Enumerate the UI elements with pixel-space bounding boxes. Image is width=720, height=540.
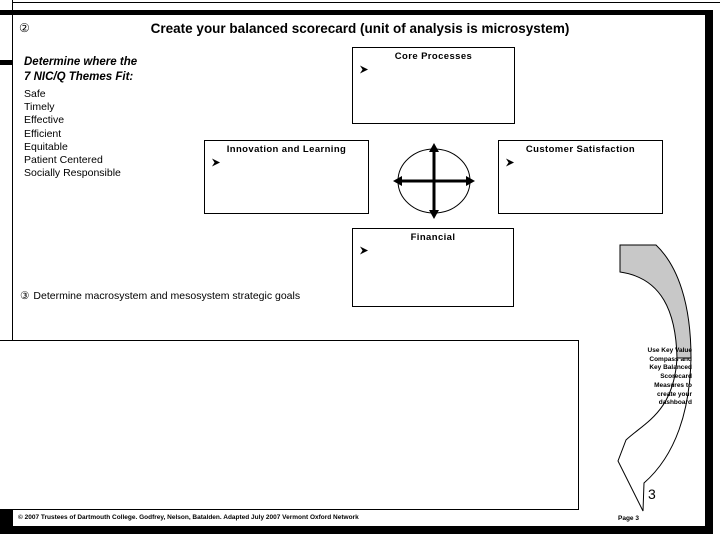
theme-item: Socially Responsible: [24, 167, 121, 180]
slide-title: Create your balanced scorecard (unit of …: [150, 21, 570, 36]
bullet-row: [359, 246, 513, 255]
theme-item: Effective: [24, 114, 65, 127]
bullet-row: [505, 158, 662, 167]
arrowhead-bullet-icon: [359, 65, 369, 74]
themes-heading-line1: Determine where the: [24, 56, 138, 68]
bullet-row: [359, 65, 514, 74]
dashboard-note: Use Key Value Compass and Key Balanced S…: [647, 347, 692, 407]
left-frame-notch: [0, 60, 12, 65]
financial-box: Financial: [352, 228, 514, 307]
themes-heading-line2: 7 NIC/Q Themes Fit:: [24, 71, 134, 83]
theme-item: Timely: [24, 101, 55, 114]
theme-item: Efficient: [24, 127, 62, 140]
slide-frame-right: [705, 10, 713, 534]
core-processes-title: Core Processes: [394, 51, 473, 62]
top-hairline: [12, 2, 720, 3]
core-processes-box: Core Processes: [352, 47, 515, 124]
arrowhead-bullet-icon: [359, 246, 369, 255]
theme-item: Equitable: [24, 140, 68, 153]
step-3-text: Determine macrosystem and mesosystem str…: [33, 290, 301, 302]
slide-number: 3: [648, 486, 656, 502]
innovation-learning-box: Innovation and Learning: [204, 140, 369, 214]
themes-heading: Determine where the 7 NIC/Q Themes Fit:: [24, 55, 137, 85]
step-3-badge-icon: ③: [20, 290, 30, 302]
footer-copyright: © 2007 Trustees of Dartmouth College. Go…: [18, 514, 359, 521]
theme-item: Safe: [24, 88, 46, 100]
left-frame-notch-bottom: [0, 505, 12, 526]
worksheet-empty-box: [0, 340, 579, 510]
footer-page-label: Page 3: [618, 515, 639, 522]
arrowhead-bullet-icon: [505, 158, 515, 167]
step-2-badge-icon: ②: [19, 21, 30, 35]
theme-item: Patient Centered: [24, 154, 103, 167]
slide-left-border: [12, 0, 13, 526]
arrowhead-bullet-icon: [211, 158, 221, 167]
customer-satisfaction-title: Customer Satisfaction: [525, 144, 636, 155]
innovation-learning-title: Innovation and Learning: [226, 144, 347, 155]
financial-title: Financial: [410, 232, 456, 243]
curved-down-arrow-icon: [617, 244, 692, 512]
bullet-row: [211, 158, 368, 167]
slide-frame-top: [0, 10, 706, 15]
value-compass-icon: [393, 143, 475, 219]
themes-list: Safe Timely Effective Efficient Equitabl…: [24, 88, 121, 180]
slide-frame-bottom: [0, 526, 713, 534]
customer-satisfaction-box: Customer Satisfaction: [498, 140, 663, 214]
